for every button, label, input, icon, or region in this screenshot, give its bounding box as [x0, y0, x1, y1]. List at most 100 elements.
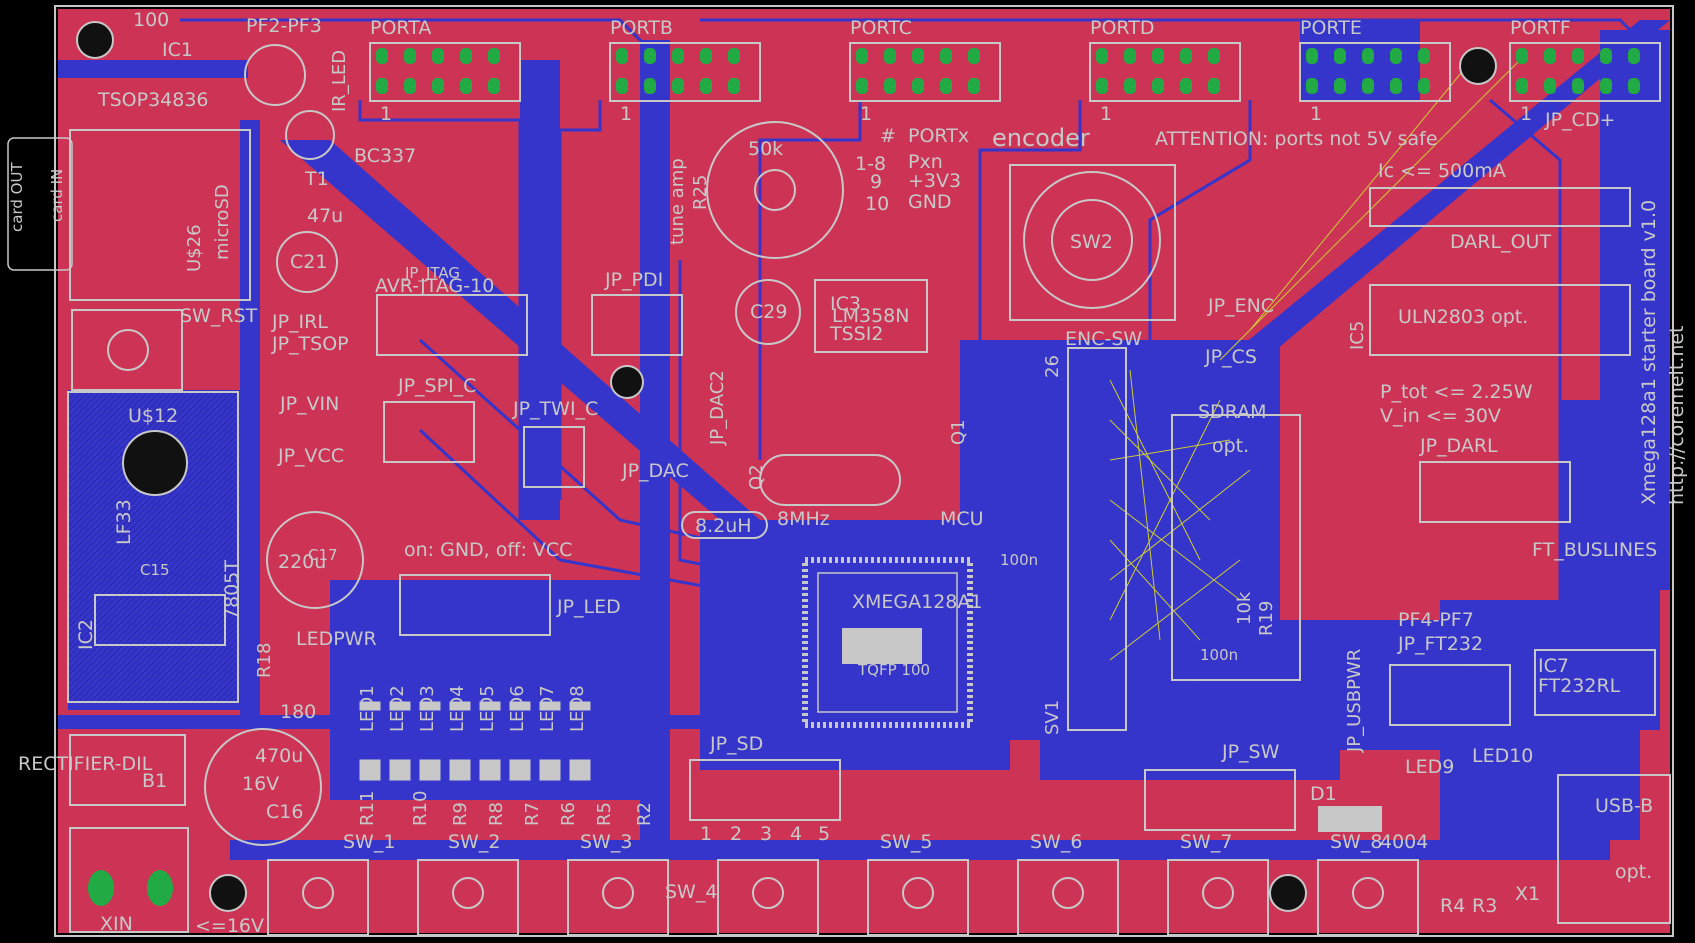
lbl-sw-3: SW_3: [580, 831, 632, 853]
reg-ic2: [94, 594, 226, 646]
lbl-lm358: LM358N: [832, 305, 909, 327]
crystal-q2: [759, 454, 901, 506]
lbl-jp-usbpwr: JP_USBPWR: [1344, 649, 1365, 753]
inductor: [681, 511, 768, 539]
lbl-tune-amp: tune amp: [667, 158, 688, 245]
lbl-ir-led: IR_LED: [329, 50, 350, 112]
lbl-ft-buslines: FT_BUSLINES: [1532, 539, 1657, 561]
lbl-jp-led: JP_LED: [556, 596, 621, 618]
jp-led-header: [399, 574, 551, 636]
lbl-sw-2: SW_2: [448, 831, 500, 853]
lbl-pxn: Pxn: [908, 151, 943, 173]
lbl-x1: X1: [1515, 883, 1540, 905]
header-pads: [376, 48, 1640, 94]
ft232-ic7: [1534, 649, 1656, 716]
lbl-sw-4: SW_4: [665, 881, 717, 903]
silkscreen-labels: IC1 100 PF2-PF3 TSOP34836 IR_LED BC337 T…: [8, 9, 1688, 937]
bottom-switches: [267, 859, 1419, 936]
lbl-10k: 10k: [1234, 591, 1255, 625]
lbl-encoder: encoder: [992, 124, 1090, 152]
lbl-xmega: XMEGA128A1: [852, 591, 983, 613]
lbl-100n: 100n: [1200, 646, 1238, 664]
lbl-xin: XIN: [100, 913, 133, 935]
lbl-c16: C16: [266, 801, 303, 823]
jtag-header: [376, 294, 528, 356]
cap-c17: [266, 511, 364, 609]
lbl-7805t: 7805T: [221, 560, 243, 620]
atmel-logo: [842, 628, 922, 664]
pot-r25-knob: [754, 169, 796, 211]
lbl-sw-7: SW_7: [1180, 831, 1232, 853]
lbl-sw2: SW2: [1070, 231, 1113, 253]
lbl-c16v: 16V: [242, 773, 279, 795]
xin-pad-1: [88, 870, 114, 906]
lbl-opt: opt.: [1615, 861, 1652, 883]
lbl-led8: LED8: [567, 685, 588, 732]
lbl-c220u: 220u: [278, 551, 326, 573]
cap-c21: [276, 231, 338, 293]
twi-header: [523, 426, 585, 488]
lbl-vin30: V_in <= 30V: [1380, 405, 1501, 427]
lbl-r8: R8: [486, 802, 507, 826]
lbl-jp-irl: JP_IRL: [271, 311, 328, 333]
lbl-ic3: IC3: [830, 293, 861, 315]
lbl-jp-ft232: JP_FT232: [1397, 633, 1483, 655]
lbl-lf33: LF33: [113, 499, 135, 545]
jp-sw-header: [1144, 769, 1296, 831]
lbl-jp-vin: JP_VIN: [279, 393, 339, 415]
lbl-pf2-pf3: PF2-PF3: [246, 15, 322, 37]
lbl-sd-4: 4: [790, 823, 802, 845]
pf-led: [244, 44, 306, 106]
encoder-body: [1009, 164, 1176, 321]
lbl-sv1: SV1: [1042, 700, 1063, 735]
usb-b-connector: [1557, 774, 1671, 924]
xin-pad-2: [147, 870, 173, 906]
spi-header: [383, 401, 475, 463]
uln-ic5: [1369, 284, 1631, 356]
lbl-led10: LED10: [1472, 745, 1533, 767]
lbl-r25: R25: [690, 175, 711, 210]
lbl-avr-jtag: AVR-JTAG-10: [375, 275, 494, 297]
lbl-microsd: microSD: [212, 184, 233, 260]
lbl-jp-sw: JP_SW: [1221, 741, 1280, 763]
sv1-header: [1067, 347, 1127, 731]
encoder-ring: [1023, 171, 1161, 309]
lbl-r180: 180: [280, 701, 316, 723]
lbl-uh: 8.2uH: [695, 515, 752, 537]
lbl-jp-darl: JP_DARL: [1419, 435, 1498, 457]
lbl-8mhz: 8MHz: [777, 508, 830, 530]
lbl-tssi2: TSSI2: [829, 323, 883, 345]
lbl-sd-1: 1: [700, 823, 712, 845]
lbl-led1: LED1: [357, 685, 378, 732]
lbl-portb: PORTB: [610, 17, 673, 39]
lbl-sw-6: SW_6: [1030, 831, 1082, 853]
lbl-darl-out: DARL_OUT: [1450, 231, 1551, 253]
jp-sd-header: [689, 759, 841, 821]
lbl-d1: D1: [1310, 783, 1337, 805]
lbl-led6: LED6: [507, 685, 528, 732]
lbl-r5: R5: [594, 802, 615, 826]
lbl-50k: 50k: [748, 138, 783, 160]
lbl-ic1: IC1: [162, 39, 193, 61]
lbl-c100n: 100n: [1000, 551, 1038, 569]
lbl-jp-pdi: JP_PDI: [604, 269, 663, 291]
lbl-c29: C29: [750, 301, 787, 323]
jp-ft232-header: [1389, 664, 1511, 726]
lbl-portf: PORTF: [1510, 17, 1571, 39]
lbl-sw-5: SW_5: [880, 831, 932, 853]
lbl-9: 9: [870, 171, 882, 193]
reg-tab-hole: [122, 430, 188, 496]
lbl-porte: PORTE: [1300, 17, 1362, 39]
lbl-r7: R7: [522, 802, 543, 826]
cap-c29: [735, 279, 801, 345]
sdram-chip: [1171, 414, 1301, 681]
lbl-board-name: Xmega128a1 starter board v1.0: [1638, 200, 1660, 505]
lbl-mcu: MCU: [940, 508, 984, 530]
microsd-slot: [69, 129, 251, 301]
lbl-u26: U$26: [184, 224, 205, 272]
lbl-jp-cd: JP_CD+: [1544, 109, 1615, 131]
ir-transistor: [285, 110, 335, 160]
lbl-led9: LED9: [1405, 756, 1454, 778]
port-headers: [369, 42, 1661, 102]
lbl-q1: Q1: [948, 419, 969, 445]
